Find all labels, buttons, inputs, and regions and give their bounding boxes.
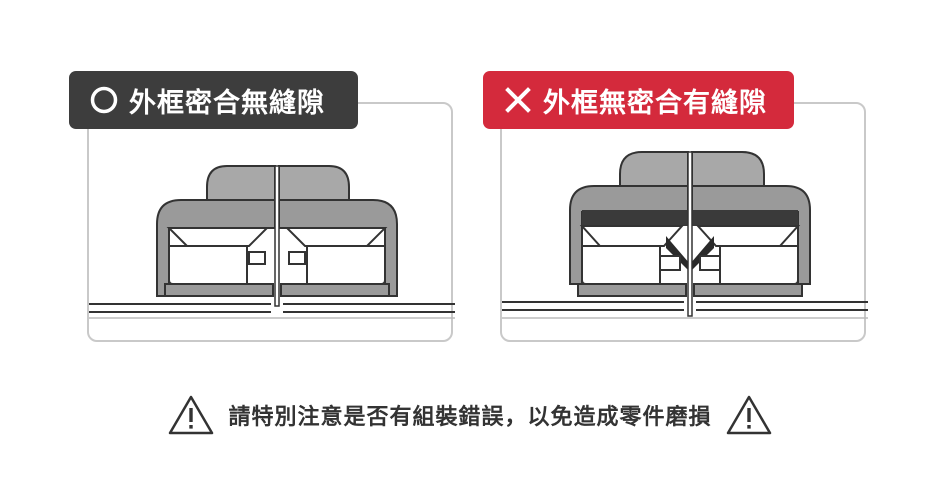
cross-icon — [505, 87, 531, 113]
warning-notice: 請特別注意是否有組裝錯誤，以免造成零件磨損 — [0, 392, 940, 438]
circle-icon — [90, 86, 118, 114]
warning-triangle-icon — [726, 395, 771, 435]
correct-fit-panel — [87, 102, 455, 342]
correct-fit-label: 外框密合無縫隙 — [129, 87, 325, 119]
warning-triangle-icon — [169, 395, 214, 435]
incorrect-fit-label: 外框無密合有縫隙 — [543, 87, 767, 119]
incorrect-fit-diagram — [502, 151, 868, 319]
correct-fit-badge: 外框密合無縫隙 — [69, 71, 358, 129]
incorrect-fit-badge: 外框無密合有縫隙 — [483, 71, 794, 129]
correct-fit-diagram — [89, 165, 455, 319]
warning-text: 請特別注意是否有組裝錯誤，以免造成零件磨損 — [228, 405, 712, 430]
incorrect-fit-panel — [500, 102, 868, 342]
